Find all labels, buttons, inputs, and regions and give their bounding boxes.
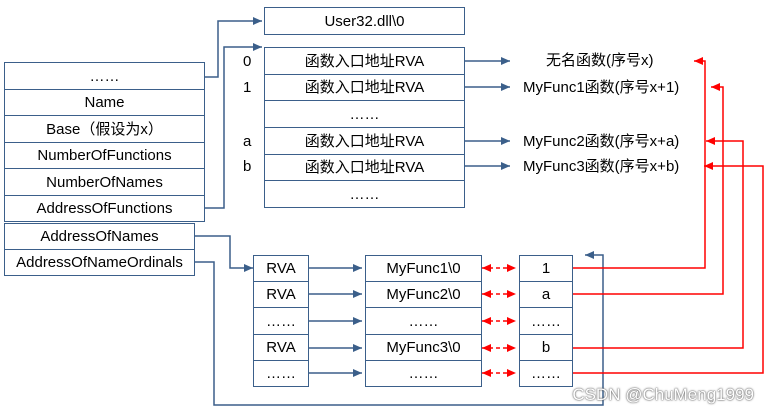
ordinal-row: ……	[519, 307, 573, 335]
eat-row: 函数入口地址RVA	[264, 154, 465, 181]
name-string-row: ……	[365, 360, 482, 387]
name-string-row: MyFunc1\0	[365, 255, 482, 282]
name-rva-row: RVA	[253, 334, 309, 361]
watermark: CSDN @ChuMeng1999	[572, 385, 754, 404]
dll-name-box: User32.dll\0	[264, 7, 465, 35]
eat-index-0: 0	[243, 53, 252, 70]
struct-row-ellipsis: ……	[4, 62, 205, 90]
struct-row-base: Base（假设为x）	[4, 115, 205, 143]
ordinal-to-export-arrow-last	[573, 162, 764, 374]
ordinal-to-export-arrow-a	[573, 83, 724, 295]
functions-to-eat-arrow	[205, 43, 262, 209]
ordinal-row: a	[519, 281, 573, 308]
struct-row-address-of-functions: AddressOfFunctions	[4, 195, 205, 222]
ordinals-to-table-arrow	[195, 251, 604, 406]
eat-index-b: b	[243, 158, 252, 175]
ordinal-row: b	[519, 334, 573, 361]
name-rva-row: ……	[253, 307, 309, 335]
name-rva-row: RVA	[253, 255, 309, 282]
eat-index-a: a	[243, 133, 252, 150]
ordinal-row: 1	[519, 255, 573, 282]
name-rva-row: RVA	[253, 281, 309, 308]
struct-row-number-of-functions: NumberOfFunctions	[4, 142, 205, 169]
eat-row: ……	[264, 180, 465, 208]
eat-row: ……	[264, 100, 465, 128]
eat-index-1: 1	[243, 79, 252, 96]
name-rva-row: ……	[253, 360, 309, 387]
struct-row-number-of-names: NumberOfNames	[4, 168, 205, 196]
struct-row-name: Name	[4, 89, 205, 116]
name-string-row: MyFunc2\0	[365, 281, 482, 308]
export-name-myfunc3: MyFunc3函数(序号x+b)	[523, 158, 680, 175]
struct-row-address-of-names: AddressOfNames	[4, 223, 195, 250]
struct-row-address-of-name-ordinals: AddressOfNameOrdinals	[4, 249, 195, 276]
export-name-myfunc1: MyFunc1函数(序号x+1)	[523, 79, 680, 96]
export-name-unnamed: 无名函数(序号x)	[546, 52, 654, 69]
name-to-dll-arrow	[205, 17, 262, 78]
eat-row: 函数入口地址RVA	[264, 47, 465, 75]
ordinal-row: ……	[519, 360, 573, 387]
eat-row: 函数入口地址RVA	[264, 127, 465, 155]
export-name-myfunc2: MyFunc2函数(序号x+a)	[523, 133, 680, 150]
name-string-row: MyFunc3\0	[365, 334, 482, 361]
eat-row: 函数入口地址RVA	[264, 74, 465, 101]
ordinal-to-export-arrow-b	[573, 137, 744, 349]
name-string-row: ……	[365, 307, 482, 335]
names-to-rva-arrow	[195, 235, 253, 272]
